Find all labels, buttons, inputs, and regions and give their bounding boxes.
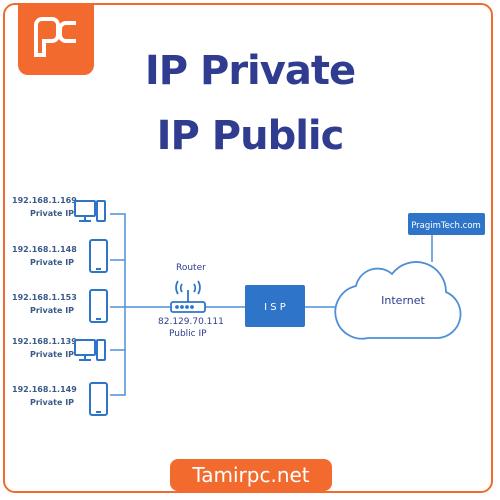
website-box: PragimTech.com — [408, 213, 485, 235]
device-phone-5: 192.168.1.149 Private IP — [12, 382, 108, 416]
logo — [18, 3, 94, 75]
isp-box: I S P — [245, 285, 305, 327]
desktop-icon — [74, 200, 106, 222]
page-frame — [3, 3, 493, 493]
device-3-ip: 192.168.1.153 — [12, 293, 77, 302]
device-phone-3: 192.168.1.153 Private IP — [12, 289, 108, 323]
router-ip: 82.129.70.111 — [158, 317, 224, 327]
device-2-ip: 192.168.1.148 — [12, 245, 77, 254]
device-5-type: Private IP — [30, 398, 74, 407]
device-1-ip: 192.168.1.169 — [12, 196, 77, 205]
headline-private: IP Private — [144, 48, 356, 94]
network-diagram: 192.168.1.169 Private IP 192.168.1.148 P… — [12, 196, 485, 416]
router: Router 82.129.70.111 Public IP — [158, 263, 224, 339]
internet-label: Internet — [381, 294, 425, 307]
internet-cloud: Internet — [334, 261, 462, 340]
desktop-icon — [74, 339, 106, 361]
router-type: Public IP — [169, 329, 207, 339]
pc-logo-icon — [34, 17, 76, 57]
router-label: Router — [176, 263, 206, 273]
phone-icon — [89, 289, 108, 323]
phone-icon — [89, 239, 108, 273]
footer-site-link[interactable]: Tamirpc.net — [170, 459, 332, 491]
device-4-ip: 192.168.1.139 — [12, 337, 77, 346]
device-2-type: Private IP — [30, 258, 74, 267]
isp-label: I S P — [264, 302, 286, 313]
device-phone-2: 192.168.1.148 Private IP — [12, 239, 108, 273]
device-3-type: Private IP — [30, 306, 74, 315]
website-label: PragimTech.com — [411, 221, 481, 231]
device-desktop-4: 192.168.1.139 Private IP — [12, 337, 106, 361]
headline-public: IP Public — [156, 113, 345, 159]
cloud-icon — [334, 261, 462, 340]
device-4-type: Private IP — [30, 350, 74, 359]
router-icon — [170, 280, 206, 313]
device-1-type: Private IP — [30, 209, 74, 218]
phone-icon — [89, 382, 108, 416]
device-5-ip: 192.168.1.149 — [12, 385, 77, 394]
device-desktop-1: 192.168.1.169 Private IP — [12, 196, 106, 222]
